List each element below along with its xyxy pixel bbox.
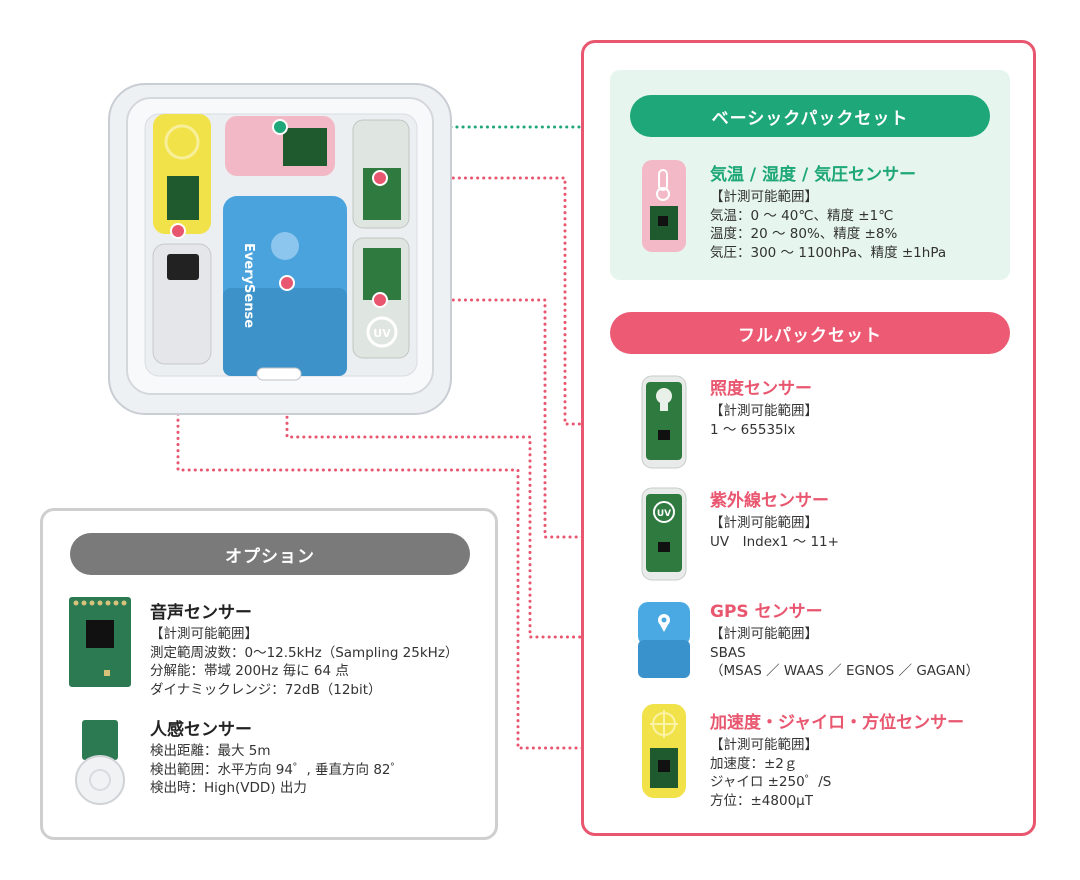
sensor-specs-motion: 検出距離：最大 5m 検出範囲：水平方向 94゜, 垂直方向 82゜ 検出時：H…: [150, 743, 405, 796]
accel-sensor-image: [642, 704, 686, 798]
sensor-specs-thermo: 【計測可能範囲】 気温：0 〜 40℃、精度 ±1℃ 温度：20 〜 80%、精…: [710, 189, 947, 261]
svg-text:UV: UV: [373, 327, 391, 340]
sensor-specs-sound: 【計測可能範囲】 測定範周波数：0〜12.5kHz（Sampling 25kHz…: [150, 626, 459, 698]
svg-text:UV: UV: [657, 509, 671, 519]
accel-module: [153, 114, 211, 234]
sensor-specs-uv: 【計測可能範囲】 UV Index1 〜 11+: [710, 515, 839, 550]
sensor-specs-gps: 【計測可能範囲】 SBAS （MSAS ／ WAAS ／ EGNOS ／ GAG…: [710, 626, 980, 679]
full-pack-title: フルパックセット: [610, 312, 1010, 354]
sensor-name-accel: 加速度・ジャイロ・方位センサー: [710, 713, 965, 733]
motion-sensor-image: [75, 720, 125, 805]
sensor-name-motion: 人感センサー: [150, 720, 252, 740]
everysense-device: UV EverySense: [108, 83, 452, 415]
bulb-icon: [656, 388, 672, 411]
thermo-module: [225, 116, 335, 176]
thermo-sensor-image: [642, 160, 686, 252]
sensor-specs-accel: 【計測可能範囲】 加速度：±2ｇ ジャイロ ±250゜/S 方位：±4800μT: [710, 737, 832, 809]
sensor-name-uv: 紫外線センサー: [710, 491, 829, 511]
basic-pack-title: ベーシックパックセット: [630, 95, 990, 137]
illuminance-sensor-image: [641, 375, 687, 469]
brand-text: EverySense: [241, 243, 256, 328]
sensor-name-sound: 音声センサー: [150, 603, 252, 623]
sensor-specs-illuminance: 【計測可能範囲】 1 〜 65535lx: [710, 403, 818, 438]
sensor-name-gps: GPS センサー: [710, 602, 823, 622]
sensor-name-thermo: 気温 / 湿度 / 気圧センサー: [710, 165, 917, 185]
options-title: オプション: [70, 533, 470, 575]
uv-icon: UV: [653, 501, 675, 523]
compass-icon: [650, 710, 678, 738]
sensor-name-illuminance: 照度センサー: [710, 379, 812, 399]
sound-sensor-image: [69, 597, 131, 687]
thermometer-icon: [656, 169, 670, 201]
gps-sensor-image: [638, 602, 690, 678]
uv-sensor-image: UV: [641, 487, 687, 581]
